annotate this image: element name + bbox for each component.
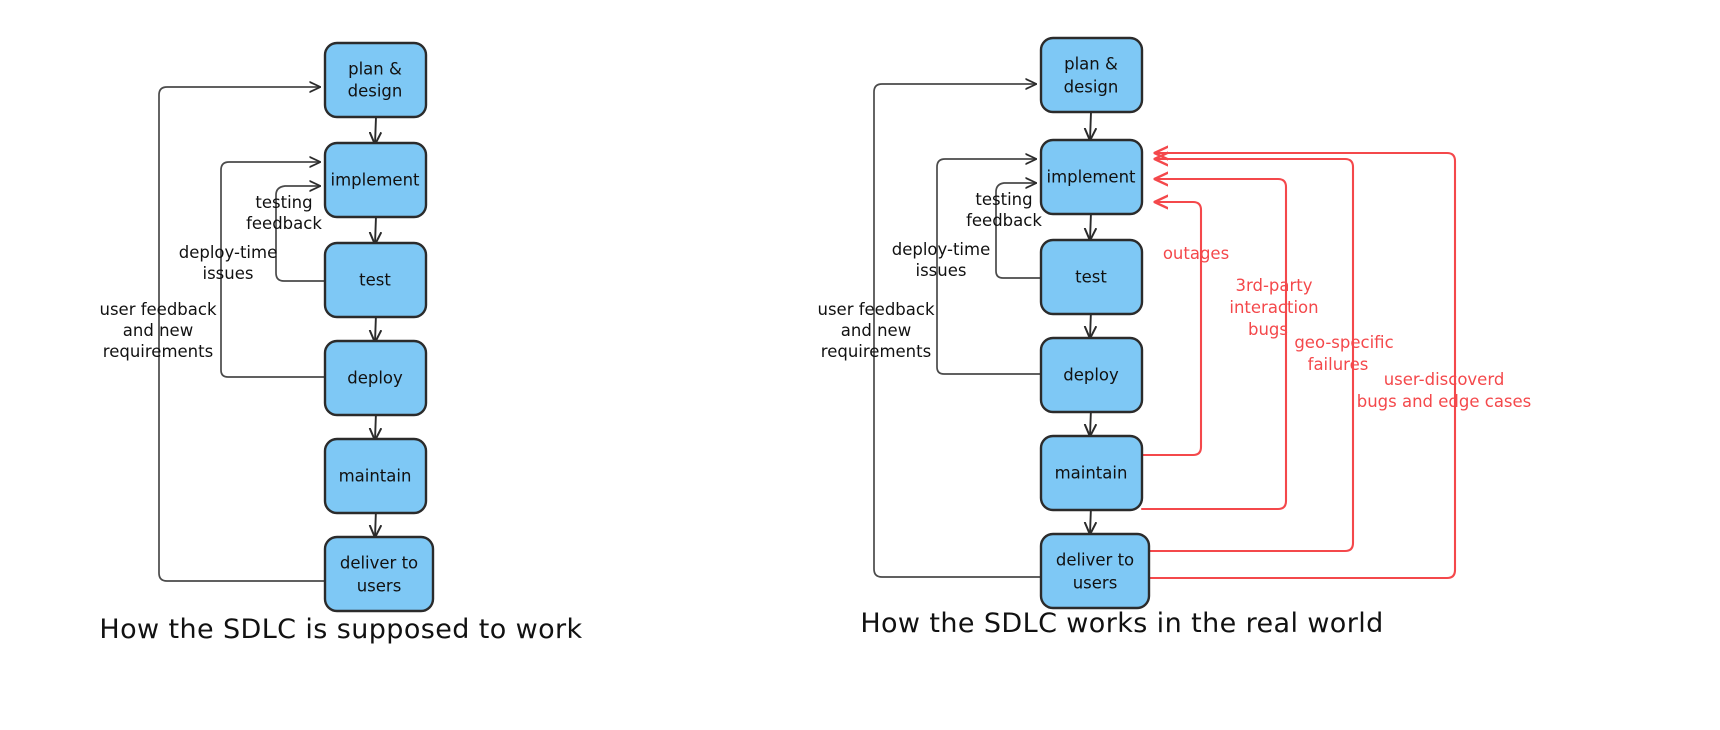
label-deploy-time-issues-real-line1: deploy-time	[892, 240, 990, 259]
label-user-feedback-line2: and new	[123, 321, 193, 340]
node-deploy-real[interactable]: deploy	[1039, 336, 1144, 414]
node-deploy-real-shape[interactable]	[1039, 336, 1144, 414]
feedback-edges-ideal	[158, 87, 327, 582]
edge-3rd-party-interaction-bugs	[1140, 179, 1288, 511]
label-deploy-time-issues-line2: issues	[203, 264, 254, 283]
node-test-shape[interactable]	[323, 241, 428, 319]
node-maintain-real-label: maintain	[1055, 464, 1128, 483]
node-deliver-to-users-real-label-line2: users	[1073, 574, 1118, 593]
node-maintain-shape[interactable]	[323, 437, 428, 515]
label-3rd-party-line3: bugs	[1248, 320, 1288, 339]
edge-plan-to-implement-real	[1090, 111, 1091, 140]
label-3rd-party-line2: interaction	[1229, 298, 1318, 317]
node-deliver-to-users-real-label-line1: deliver to	[1056, 551, 1134, 570]
label-deploy-time-issues-real-line2: issues	[916, 261, 967, 280]
edge-deploy-time-issues	[220, 162, 327, 378]
edge-user-discovered-bugs	[1146, 153, 1457, 580]
edge-user-feedback-real	[873, 84, 1042, 578]
panel-real-world: plan & design implement test deploy	[817, 36, 1531, 639]
label-geo-specific-line2: failures	[1308, 355, 1369, 374]
edge-implement-to-test	[375, 215, 376, 244]
node-plan-design[interactable]: plan & design	[323, 41, 428, 119]
node-test[interactable]: test	[323, 241, 428, 319]
edge-deploy-to-maintain	[375, 411, 376, 440]
edge-geo-specific-failures	[1146, 159, 1355, 553]
node-implement-real[interactable]: implement	[1039, 138, 1144, 216]
node-plan-design-real[interactable]: plan & design	[1039, 36, 1144, 114]
node-implement-shape[interactable]	[323, 141, 428, 219]
label-3rd-party-line1: 3rd-party	[1235, 276, 1312, 295]
feedback-labels-ideal: testing feedback deploy-time issues user…	[99, 193, 322, 361]
node-test-real-label: test	[1075, 268, 1107, 287]
node-maintain-label: maintain	[339, 467, 412, 486]
edge-testing-feedback	[275, 186, 327, 282]
node-deploy[interactable]: deploy	[323, 339, 428, 417]
edge-deploy-time-issues-real	[936, 159, 1042, 375]
label-user-discovered-line2: bugs and edge cases	[1357, 392, 1532, 411]
edge-outages	[1140, 202, 1203, 457]
nodes-real: plan & design implement test deploy	[1039, 36, 1151, 610]
label-user-feedback-real-line1: user feedback	[817, 300, 934, 319]
label-user-feedback-line3: requirements	[103, 342, 213, 361]
node-implement-real-label: implement	[1046, 168, 1136, 187]
label-geo-specific-line1: geo-specific	[1294, 333, 1393, 352]
node-deliver-to-users-label-line1: deliver to	[340, 554, 418, 573]
panel-ideal: plan & design implement test deploy	[99, 41, 582, 645]
feedback-edges-real	[873, 84, 1042, 578]
node-implement[interactable]: implement	[323, 141, 428, 219]
feedback-labels-real: testing feedback deploy-time issues user…	[817, 190, 1042, 361]
node-plan-design-label-line1: plan &	[348, 60, 402, 79]
label-testing-feedback-line2: feedback	[246, 214, 322, 233]
node-test-real-shape[interactable]	[1039, 238, 1144, 316]
problem-labels-real: outages 3rd-party interaction bugs geo-s…	[1163, 244, 1531, 411]
label-testing-feedback-line1: testing	[255, 193, 312, 212]
node-plan-design-real-label-line2: design	[1064, 78, 1119, 97]
node-deploy-shape[interactable]	[323, 339, 428, 417]
node-implement-real-shape[interactable]	[1039, 138, 1144, 216]
label-testing-feedback-real-line1: testing	[975, 190, 1032, 209]
node-maintain[interactable]: maintain	[323, 437, 428, 515]
edge-test-to-deploy	[375, 313, 376, 342]
edge-plan-to-implement	[375, 116, 376, 144]
node-deliver-to-users-real-shape[interactable]	[1039, 532, 1151, 610]
node-deliver-to-users-shape[interactable]	[323, 535, 435, 613]
node-plan-design-real-label-line1: plan &	[1064, 55, 1118, 74]
node-deploy-label: deploy	[347, 369, 403, 388]
node-test-label: test	[359, 271, 391, 290]
label-deploy-time-issues-line1: deploy-time	[179, 243, 277, 262]
problem-edges-real	[1140, 153, 1457, 580]
node-deliver-to-users[interactable]: deliver to users	[323, 535, 435, 613]
node-deploy-real-label: deploy	[1063, 366, 1119, 385]
label-user-discovered-line1: user-discoverd	[1384, 370, 1505, 389]
node-deliver-to-users-real[interactable]: deliver to users	[1039, 532, 1151, 610]
node-deliver-to-users-label-line2: users	[357, 577, 402, 596]
label-user-feedback-real-line2: and new	[841, 321, 911, 340]
caption-ideal: How the SDLC is supposed to work	[99, 614, 582, 645]
nodes-ideal: plan & design implement test deploy	[323, 41, 435, 613]
node-plan-design-shape[interactable]	[323, 41, 428, 119]
node-test-real[interactable]: test	[1039, 238, 1144, 316]
edge-user-feedback	[158, 87, 327, 582]
edge-testing-feedback-real	[995, 183, 1042, 279]
node-maintain-real[interactable]: maintain	[1039, 434, 1144, 512]
node-plan-design-label-line2: design	[348, 82, 403, 101]
label-outages: outages	[1163, 244, 1229, 263]
label-user-feedback-real-line3: requirements	[821, 342, 931, 361]
label-user-feedback-line1: user feedback	[99, 300, 216, 319]
node-plan-design-real-shape[interactable]	[1039, 36, 1144, 114]
node-maintain-real-shape[interactable]	[1039, 434, 1144, 512]
edge-implement-to-test-real	[1090, 211, 1091, 240]
caption-real-world: How the SDLC works in the real world	[860, 608, 1383, 639]
node-implement-label: implement	[330, 171, 420, 190]
label-testing-feedback-real-line2: feedback	[966, 211, 1042, 230]
